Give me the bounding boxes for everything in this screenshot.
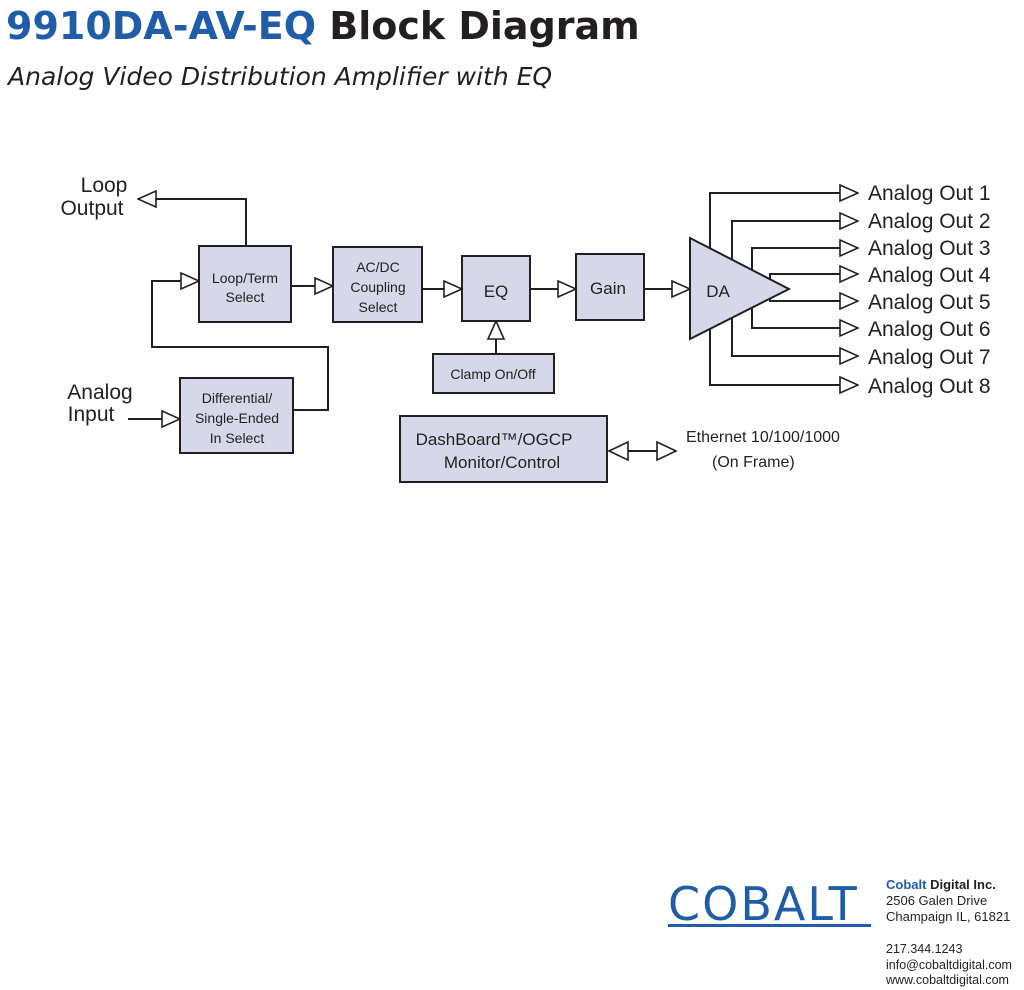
company-email: info@cobaltdigital.com xyxy=(886,957,1012,972)
ethernet-label-2: (On Frame) xyxy=(712,454,795,471)
company-name: Cobalt Digital Inc. xyxy=(886,877,996,892)
company-info: Cobalt Digital Inc. 2506 Galen Drive Cha… xyxy=(886,877,1010,925)
analog-out-4-label: Analog Out 4 xyxy=(868,264,991,287)
loop-output-label-2: Output xyxy=(60,197,123,220)
diff-label-3: In Select xyxy=(210,430,265,446)
diff-label-1: Differential/ xyxy=(202,390,273,406)
analog-input-label-1: Analog xyxy=(67,381,132,404)
da-amplifier xyxy=(689,236,792,341)
analog-out-7-label: Analog Out 7 xyxy=(868,346,991,369)
loop-term-select-block xyxy=(198,245,292,323)
acdc-label-2: Coupling xyxy=(350,279,405,295)
cobalt-logo: COBALT xyxy=(668,877,859,931)
differential-select-block xyxy=(179,377,294,454)
dashboard-label-1: DashBoard™/OGCP xyxy=(416,430,573,449)
wire-out-3 xyxy=(751,248,858,277)
company-address-2: Champaign IL, 61821 xyxy=(886,909,1011,924)
wire-out-5 xyxy=(769,295,858,301)
model-name: 9910DA-AV-EQ xyxy=(6,4,316,48)
wire-out-2 xyxy=(731,221,858,270)
wire-loop-output xyxy=(138,199,247,246)
gain-label: Gain xyxy=(590,279,626,298)
eq-label: EQ xyxy=(484,282,509,301)
acdc-label-1: AC/DC xyxy=(356,259,400,275)
company-web: www.cobaltdigital.com xyxy=(886,973,1009,987)
wire-out-1 xyxy=(709,193,858,260)
company-contact: 217.344.1243 info@cobaltdigital.com www.… xyxy=(886,942,1012,989)
analog-out-6-label: Analog Out 6 xyxy=(868,318,991,341)
wire-out-4 xyxy=(769,274,858,283)
gain-block xyxy=(575,253,645,321)
clamp-block xyxy=(432,353,555,394)
loop-term-label-1: Loop/Term xyxy=(212,270,278,286)
wire-out-6 xyxy=(751,300,858,328)
analog-out-3-label: Analog Out 3 xyxy=(868,237,991,260)
analog-out-8-label: Analog Out 8 xyxy=(868,375,991,398)
loop-term-label-2: Select xyxy=(226,289,265,305)
clamp-label: Clamp On/Off xyxy=(450,366,535,382)
acdc-label-3: Select xyxy=(359,299,398,315)
logo-underline xyxy=(668,924,871,927)
company-phone: 217.344.1243 xyxy=(886,942,963,956)
page-title: 9910DA-AV-EQ Block Diagram xyxy=(6,4,640,48)
analog-out-1-label: Analog Out 1 xyxy=(868,182,991,205)
ethernet-arrow-left xyxy=(607,440,629,462)
da-label: DA xyxy=(706,282,730,301)
dashboard-label-2: Monitor/Control xyxy=(444,453,560,472)
acdc-coupling-block xyxy=(332,246,423,323)
title-text: Block Diagram xyxy=(329,4,640,48)
analog-out-2-label: Analog Out 2 xyxy=(868,210,991,233)
diff-label-2: Single-Ended xyxy=(195,410,279,426)
analog-input-label-2: Input xyxy=(68,403,115,426)
company-address-1: 2506 Galen Drive xyxy=(886,893,988,908)
wire-diff-to-loopterm xyxy=(151,281,329,411)
ethernet-label-1: Ethernet 10/100/1000 xyxy=(686,429,840,446)
wire-out-7 xyxy=(731,308,858,356)
wire-out-8 xyxy=(709,318,858,385)
analog-out-5-label: Analog Out 5 xyxy=(868,291,991,314)
ethernet-arrow-right xyxy=(656,440,678,462)
page-subtitle: Analog Video Distribution Amplifier with… xyxy=(8,62,553,91)
dashboard-block xyxy=(399,415,608,483)
loop-output-label-1: Loop xyxy=(81,174,128,197)
